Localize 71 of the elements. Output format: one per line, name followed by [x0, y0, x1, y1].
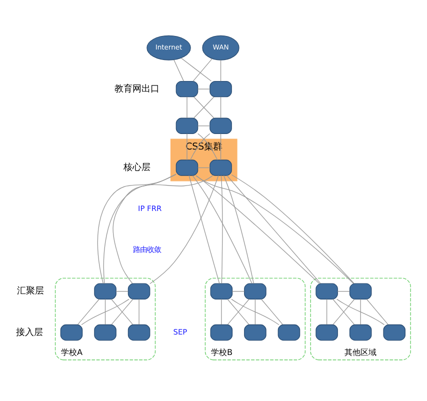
connector: [360, 298, 361, 325]
node-box: [60, 324, 83, 341]
connector: [254, 298, 256, 325]
node-box: [210, 283, 233, 300]
connector: [198, 133, 218, 160]
connector: [195, 175, 354, 284]
node-box: [176, 118, 198, 134]
connector: [227, 298, 250, 325]
connector: [188, 175, 220, 284]
connector: [326, 298, 328, 325]
connector: [232, 291, 245, 292]
connector: [196, 175, 320, 284]
connector: [193, 96, 214, 118]
connector: [197, 167, 210, 168]
node-box: [316, 283, 338, 300]
node-box: [176, 80, 198, 98]
connector: [366, 298, 388, 325]
cluster: 学校A: [54, 278, 156, 360]
node-box: [349, 324, 372, 341]
connector: [103, 175, 213, 284]
connector: [186, 96, 188, 118]
connector: [174, 60, 184, 82]
node-box: [210, 324, 233, 341]
connector: [231, 174, 354, 284]
node-box: [244, 324, 266, 341]
node-box: [244, 283, 266, 300]
cluster: 其他区域: [310, 278, 411, 360]
connector: [220, 175, 223, 284]
label: 汇聚层: [16, 286, 44, 297]
connector: [150, 175, 219, 284]
node-box: [316, 324, 338, 341]
node-box: [278, 324, 300, 341]
node-box: [94, 283, 116, 300]
connector: [220, 96, 222, 118]
connector: [192, 175, 252, 284]
connector: [223, 175, 254, 284]
connector: [180, 58, 212, 82]
connector: [186, 133, 188, 160]
connector: [190, 133, 210, 160]
connector: [197, 88, 210, 90]
connector: [220, 60, 222, 82]
label: 接入层: [16, 328, 44, 338]
node-box: [210, 160, 232, 176]
node-box: [128, 283, 150, 300]
node-box: [210, 118, 232, 134]
connector: [220, 133, 222, 160]
cluster: 学校B: [204, 278, 306, 360]
connector: [104, 298, 106, 325]
connector: [226, 175, 321, 284]
connector: [337, 291, 350, 292]
label: 教育网出口: [114, 84, 160, 94]
connector: [77, 298, 100, 325]
connector: [138, 298, 140, 325]
connector: [116, 291, 128, 292]
node-box: [349, 283, 372, 300]
connector: [112, 174, 176, 284]
connector: [97, 174, 176, 284]
connector: [221, 298, 222, 325]
node-box: [210, 80, 232, 98]
node-box: [176, 160, 198, 176]
node-box: [94, 324, 116, 341]
connector: [260, 298, 284, 325]
connector: [336, 298, 385, 326]
label: 核心层: [124, 163, 151, 174]
connector: [81, 298, 130, 326]
cluster: CSS集群: [170, 138, 238, 182]
connector: [332, 298, 355, 325]
node-box: [383, 324, 406, 341]
connector: [192, 58, 212, 82]
node-box: [128, 324, 150, 341]
connector: [231, 298, 280, 326]
